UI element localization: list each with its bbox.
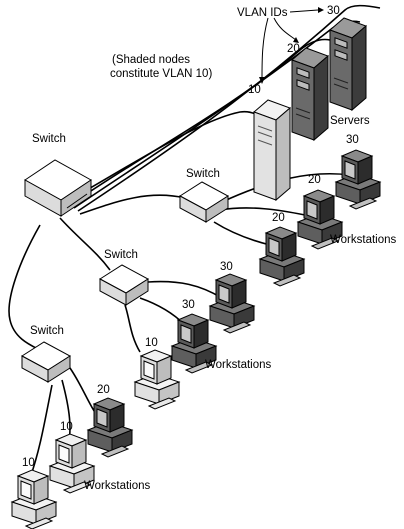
vlan-number: 10 <box>145 337 158 349</box>
switch-middle <box>99 264 149 306</box>
server-vlan-30 <box>329 17 367 111</box>
workstation-upper-1 <box>259 226 305 287</box>
server-vlan-10 <box>253 99 291 201</box>
vlan-number: 10 <box>22 457 35 469</box>
vlan-number: 30 <box>220 261 233 273</box>
workstations-upper-label: Workstations <box>330 234 397 246</box>
switch-upper-label: Switch <box>186 168 220 180</box>
vlan-id-arrows <box>259 7 324 84</box>
switch-middle-label: Switch <box>104 249 138 261</box>
workstation-lower-1 <box>11 469 57 529</box>
switch-upper <box>179 181 229 223</box>
shaded-nodes-note-line2: constitute VLAN 10) <box>110 68 212 80</box>
vlan-number: 20 <box>97 384 110 396</box>
servers-label: Servers <box>330 115 370 127</box>
vlan-number: 30 <box>327 5 340 17</box>
switch-lower-label: Switch <box>30 325 64 337</box>
vlan-number: 20 <box>287 43 300 55</box>
vlan-number: 10 <box>60 421 73 433</box>
workstation-middle-3 <box>209 273 255 334</box>
workstation-lower-3 <box>87 397 133 458</box>
workstations-lower-label: Workstations <box>84 480 151 492</box>
workstations-middle-label: Workstations <box>205 359 272 371</box>
vlan-number: 20 <box>308 174 321 186</box>
server-vlan-20 <box>291 47 329 141</box>
vlan-number: 30 <box>182 299 195 311</box>
vlan-number: 30 <box>346 134 359 146</box>
vlan-number: 20 <box>272 212 285 224</box>
shaded-nodes-note-line1: (Shaded nodes <box>112 54 190 66</box>
switch-main-label: Switch <box>32 133 66 145</box>
switch-lower <box>21 341 71 383</box>
vlan-ids-label: VLAN IDs <box>237 7 288 19</box>
workstation-upper-3 <box>335 149 381 210</box>
switch-main <box>24 159 92 217</box>
vlan-number: 10 <box>248 84 261 96</box>
